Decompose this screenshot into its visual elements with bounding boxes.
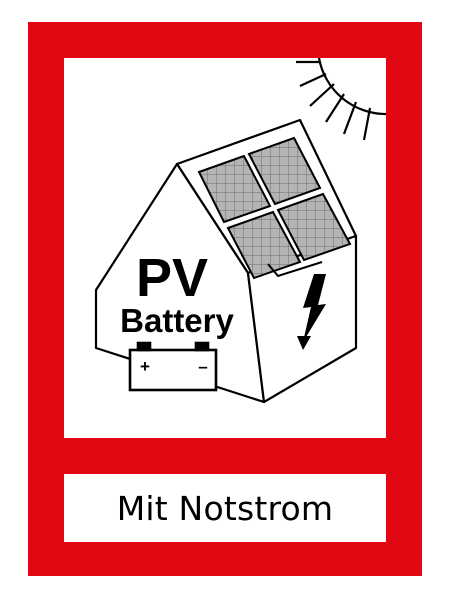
- lightning-icon: [297, 274, 326, 350]
- sign-caption-panel: Mit Notstrom: [64, 474, 386, 542]
- sign-pictogram-panel: PV Battery + –: [64, 58, 386, 438]
- battery-minus-sign: –: [198, 357, 207, 376]
- sun-icon: [296, 58, 386, 141]
- battery-icon: [128, 341, 218, 392]
- battery-label: Battery: [120, 302, 234, 339]
- sign-caption: Mit Notstrom: [116, 488, 334, 528]
- solar-panel-icon: [197, 136, 352, 280]
- pv-label: PV: [136, 248, 208, 308]
- battery-plus-sign: +: [140, 357, 150, 376]
